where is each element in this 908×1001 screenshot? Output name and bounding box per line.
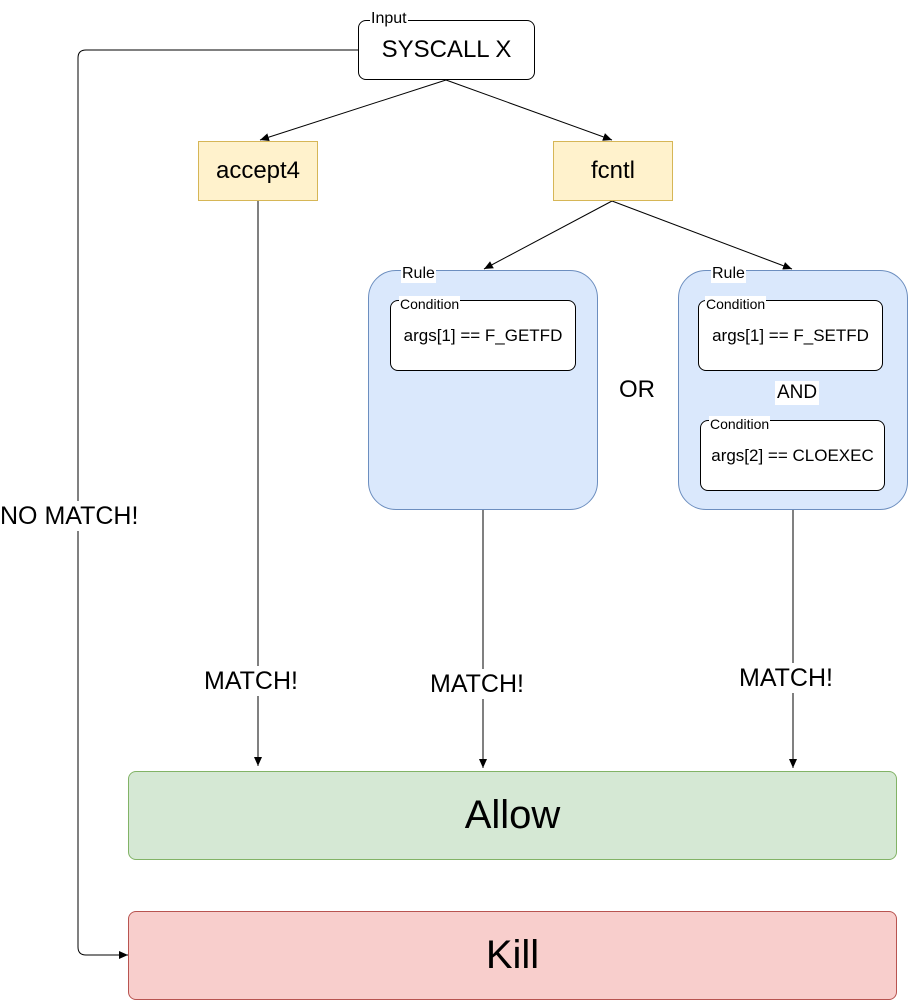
kill-label: Kill xyxy=(485,933,540,977)
condition-expr: args[2] == CLOEXEC xyxy=(711,445,874,465)
and-label: AND xyxy=(775,381,820,405)
condition-label: Condition xyxy=(709,416,771,432)
arrow-fcntl-to-rule-right xyxy=(611,200,793,270)
or-label: OR xyxy=(619,376,655,403)
allow-label: Allow xyxy=(464,793,561,837)
allow-box: Allow xyxy=(128,771,897,860)
condition-expr: args[1] == F_SETFD xyxy=(712,325,869,345)
arrow-fcntl-to-rule-left xyxy=(483,200,613,270)
syscall-fcntl: fcntl xyxy=(553,141,673,201)
arrow-input-to-accept4 xyxy=(259,79,447,142)
match-label-accept4: MATCH! xyxy=(204,666,298,696)
input-box: SYSCALL X xyxy=(358,20,535,80)
accept4-label: accept4 xyxy=(215,157,301,184)
condition-expr: args[1] == F_GETFD xyxy=(403,325,563,345)
condition-label: Condition xyxy=(705,296,767,312)
kill-box: Kill xyxy=(128,911,897,1000)
match-label-rule-right: MATCH! xyxy=(739,663,833,693)
match-label-rule-left: MATCH! xyxy=(430,669,524,699)
rule-right-label: Rule xyxy=(711,265,746,283)
arrow-input-to-fcntl xyxy=(445,79,613,141)
rule-left-label: Rule xyxy=(401,265,436,283)
syscall-accept4: accept4 xyxy=(198,141,318,201)
condition-label: Condition xyxy=(399,296,461,312)
input-label: Input xyxy=(370,10,408,28)
fcntl-label: fcntl xyxy=(590,157,635,184)
syscall-input-value: SYSCALL X xyxy=(381,36,512,63)
no-match-label: NO MATCH! xyxy=(0,501,139,531)
